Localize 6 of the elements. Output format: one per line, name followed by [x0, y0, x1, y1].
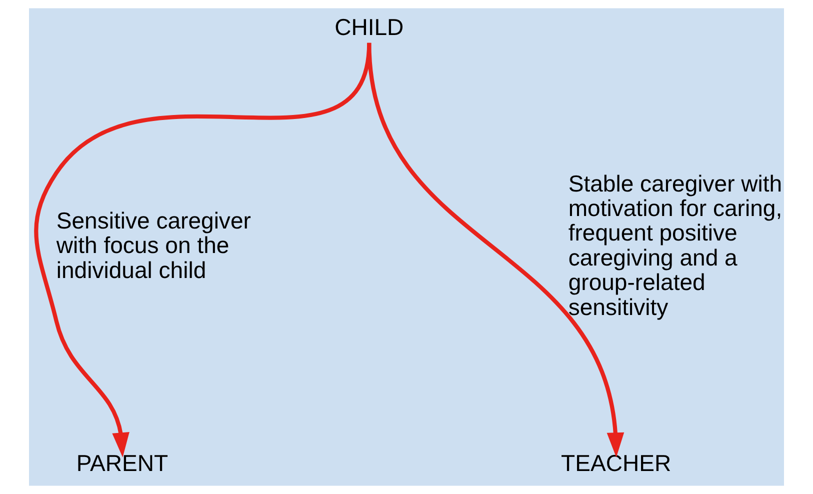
- edge-label: Stable caregiver with motivation for caring, frequent positive caregiving and a group-related sensitivity: [568, 170, 782, 320]
- node-text: TEACHER: [561, 450, 672, 476]
- arrow: [367, 42, 624, 458]
- node-text: PARENT: [76, 450, 168, 476]
- node-text: CHILD: [334, 14, 404, 40]
- edge-label: Sensitive caregiver with focus on the individual child: [56, 207, 251, 283]
